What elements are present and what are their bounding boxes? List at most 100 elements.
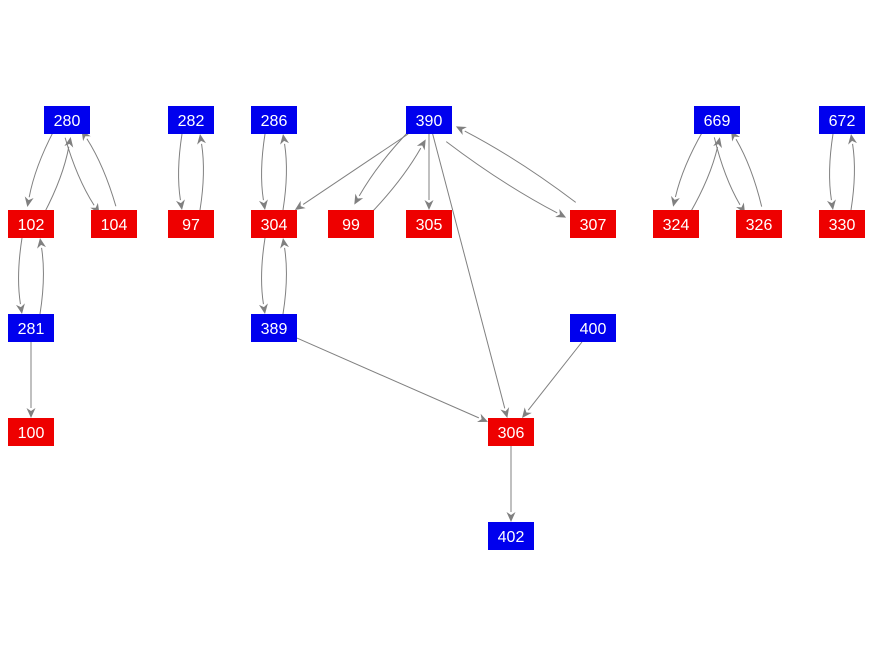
arrowhead-389-to-306 (477, 413, 488, 423)
arrowhead-306-to-402 (506, 512, 516, 522)
node-402[interactable]: 402 (488, 522, 534, 550)
arrowhead-304-to-389 (258, 303, 268, 314)
edge-307-to-390 (464, 130, 577, 203)
node-330[interactable]: 330 (819, 210, 865, 238)
arrowhead-669-to-324 (671, 195, 680, 207)
node-324[interactable]: 324 (653, 210, 699, 238)
edges-layer (15, 126, 858, 522)
edge-326-to-669 (735, 139, 763, 207)
node-102-label: 102 (18, 217, 45, 234)
arrowhead-286-to-304 (258, 199, 268, 210)
edge-330-to-672 (850, 143, 855, 211)
arrowhead-389-to-304 (280, 238, 290, 249)
node-97[interactable]: 97 (168, 210, 214, 238)
node-102-box (8, 210, 54, 238)
arrowhead-400-to-306 (522, 407, 532, 418)
node-326-label: 326 (746, 217, 773, 234)
arrowhead-280-to-102 (24, 196, 34, 208)
edge-280-to-102 (28, 130, 55, 198)
node-104[interactable]: 104 (91, 210, 137, 238)
node-324-box (653, 210, 699, 238)
node-326[interactable]: 326 (736, 210, 782, 238)
node-330-label: 330 (829, 217, 856, 234)
node-324-label: 324 (663, 217, 690, 234)
node-304[interactable]: 304 (251, 210, 297, 238)
node-304-label: 304 (261, 217, 288, 234)
node-306-label: 306 (498, 425, 525, 442)
edge-102-to-280 (43, 146, 70, 214)
node-307[interactable]: 307 (570, 210, 616, 238)
node-307-box (570, 210, 616, 238)
node-282-box (168, 106, 214, 134)
node-669-box (694, 106, 740, 134)
node-100-label: 100 (18, 425, 45, 442)
node-669[interactable]: 669 (694, 106, 740, 134)
edge-390-to-99 (358, 128, 412, 197)
node-286-label: 286 (261, 113, 288, 130)
node-306[interactable]: 306 (488, 418, 534, 446)
edge-102-to-281 (18, 237, 23, 305)
node-100-box (8, 418, 54, 446)
arrowhead-390-to-99 (354, 193, 364, 205)
node-389[interactable]: 389 (251, 314, 297, 342)
node-390[interactable]: 390 (406, 106, 452, 134)
node-305[interactable]: 305 (406, 210, 452, 238)
node-305-label: 305 (416, 217, 443, 234)
edge-324-to-669 (689, 146, 719, 214)
node-280-label: 280 (54, 113, 81, 130)
node-97-label: 97 (182, 217, 200, 234)
edge-669-to-326 (713, 137, 741, 205)
node-282[interactable]: 282 (168, 106, 214, 134)
edge-669-to-324 (674, 130, 704, 198)
edge-304-to-389 (261, 237, 266, 305)
arrowhead-102-to-280 (64, 136, 74, 148)
node-100[interactable]: 100 (8, 418, 54, 446)
node-326-box (736, 210, 782, 238)
arrowhead-390-to-306 (500, 407, 510, 418)
node-390-label: 390 (416, 113, 443, 130)
node-400[interactable]: 400 (570, 314, 616, 342)
edge-280-to-104 (64, 137, 95, 206)
node-330-box (819, 210, 865, 238)
edge-304-to-286 (282, 143, 287, 211)
edge-389-to-306 (296, 337, 480, 419)
edge-672-to-330 (829, 133, 834, 201)
edge-99-to-390 (368, 147, 422, 216)
node-99-box (328, 210, 374, 238)
node-102[interactable]: 102 (8, 210, 54, 238)
node-402-box (488, 522, 534, 550)
node-99[interactable]: 99 (328, 210, 374, 238)
node-280[interactable]: 280 (44, 106, 90, 134)
node-672-box (819, 106, 865, 134)
edge-281-to-102 (39, 247, 44, 315)
arrowhead-281-to-102 (37, 238, 47, 249)
node-281[interactable]: 281 (8, 314, 54, 342)
edge-400-to-306 (527, 341, 583, 411)
edge-97-to-282 (199, 143, 204, 211)
node-400-label: 400 (580, 321, 607, 338)
arrowhead-282-to-97 (175, 199, 185, 210)
nodes-layer: 280 282 286 390 669 672 102 104 97 304 99 305 307 324… (8, 106, 865, 550)
arrowhead-672-to-330 (826, 199, 836, 210)
arrowhead-304-to-286 (280, 134, 290, 145)
node-672[interactable]: 672 (819, 106, 865, 134)
node-282-label: 282 (178, 113, 205, 130)
node-99-label: 99 (342, 217, 360, 234)
node-306-box (488, 418, 534, 446)
edge-390-to-307 (445, 141, 558, 214)
arrowhead-390-to-307 (555, 208, 567, 218)
node-97-box (168, 210, 214, 238)
node-280-box (44, 106, 90, 134)
edge-282-to-97 (178, 133, 183, 201)
node-307-label: 307 (580, 217, 607, 234)
edge-104-to-280 (86, 138, 117, 207)
node-304-box (251, 210, 297, 238)
node-281-label: 281 (18, 321, 45, 338)
node-390-box (406, 106, 452, 134)
node-286-box (251, 106, 297, 134)
arrowhead-99-to-390 (416, 139, 426, 151)
arrowhead-330-to-672 (848, 134, 858, 145)
node-286[interactable]: 286 (251, 106, 297, 134)
node-104-label: 104 (101, 217, 128, 234)
